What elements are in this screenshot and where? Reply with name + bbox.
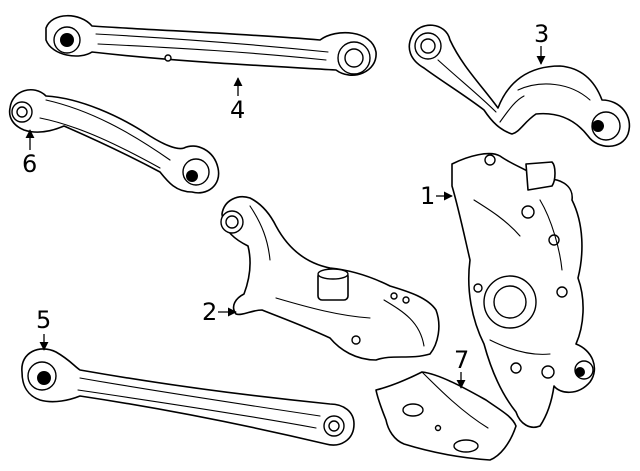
part-7-shield: [375, 371, 517, 461]
part-4-upper-link: [45, 14, 377, 76]
callout-3: 3: [534, 20, 549, 65]
callout-label: 5: [36, 306, 51, 334]
part-6-toe-link: [8, 88, 220, 194]
callout-label: 6: [22, 150, 37, 178]
callout-label: 3: [534, 20, 549, 48]
callout-5: 5: [36, 306, 51, 351]
part-1-knuckle: [451, 152, 596, 428]
callout-label: 4: [230, 96, 245, 124]
callout-label: 2: [202, 298, 217, 326]
callout-7: 7: [454, 346, 469, 389]
callout-label: 7: [454, 346, 469, 374]
part-5-lower-link: [21, 348, 355, 446]
callout-label: 1: [420, 182, 435, 210]
part-2-lower-arm: [220, 196, 440, 361]
callout-6: 6: [22, 129, 37, 178]
callout-2: 2: [202, 298, 237, 326]
callout-1: 1: [420, 182, 453, 210]
callout-4: 4: [230, 77, 245, 124]
part-3-upper-arm: [408, 24, 631, 148]
